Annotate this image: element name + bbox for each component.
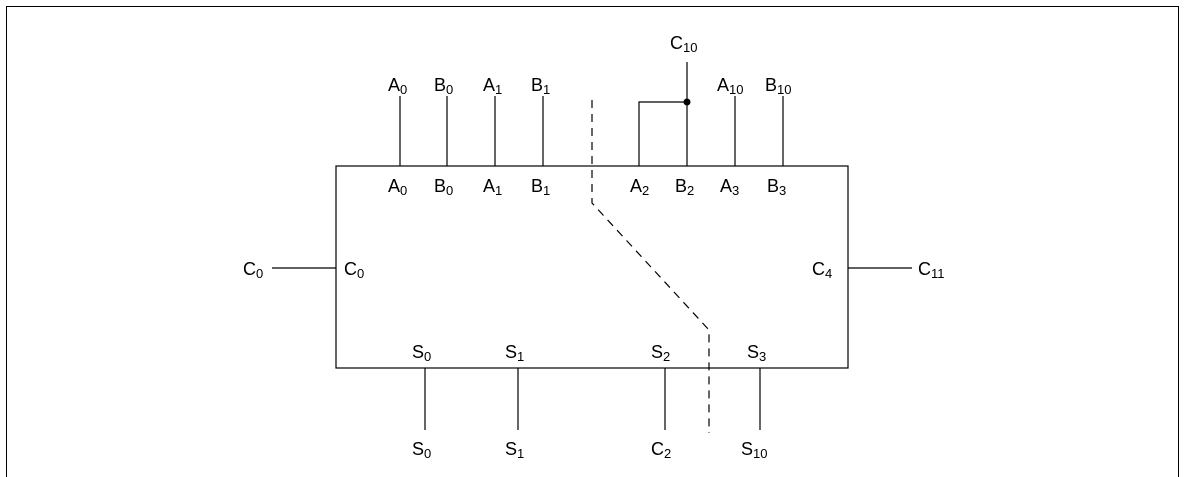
label-out-s1: S1 xyxy=(505,439,524,461)
adder-block xyxy=(335,165,849,369)
pin-b3: B3 xyxy=(767,176,786,198)
junction-dot xyxy=(683,98,691,106)
pin-carry-out: C4 xyxy=(812,259,832,281)
label-out-c2: C2 xyxy=(651,439,671,461)
label-in-b0: B0 xyxy=(434,75,453,97)
pin-a3: A3 xyxy=(720,176,739,198)
pin-b1: B1 xyxy=(531,176,550,198)
pin-b2: B2 xyxy=(675,176,694,198)
pin-a2: A2 xyxy=(630,176,649,198)
label-in-a1: A1 xyxy=(483,75,502,97)
label-in-b1: B1 xyxy=(531,75,550,97)
pin-s3: S3 xyxy=(747,342,766,364)
pin-b0: B0 xyxy=(434,176,453,198)
pin-s2: S2 xyxy=(651,342,670,364)
pin-s1: S1 xyxy=(505,342,524,364)
label-in-a10: A10 xyxy=(717,75,743,97)
pin-a1: A1 xyxy=(483,176,502,198)
pin-carry-in: C0 xyxy=(344,259,364,281)
label-carry-out-ext: C11 xyxy=(918,259,945,281)
label-in-c10: C10 xyxy=(670,33,697,55)
partition-dashed-line xyxy=(591,100,710,433)
label-out-s0: S0 xyxy=(412,439,431,461)
label-carry-in-ext: C0 xyxy=(243,259,263,281)
wire-a2-tie xyxy=(638,101,687,166)
label-in-b10: B10 xyxy=(765,75,791,97)
label-out-s10: S10 xyxy=(741,439,767,461)
pin-s0: S0 xyxy=(412,342,431,364)
pin-a0: A0 xyxy=(388,176,407,198)
diagram-frame xyxy=(6,6,1179,477)
label-in-a0: A0 xyxy=(388,75,407,97)
